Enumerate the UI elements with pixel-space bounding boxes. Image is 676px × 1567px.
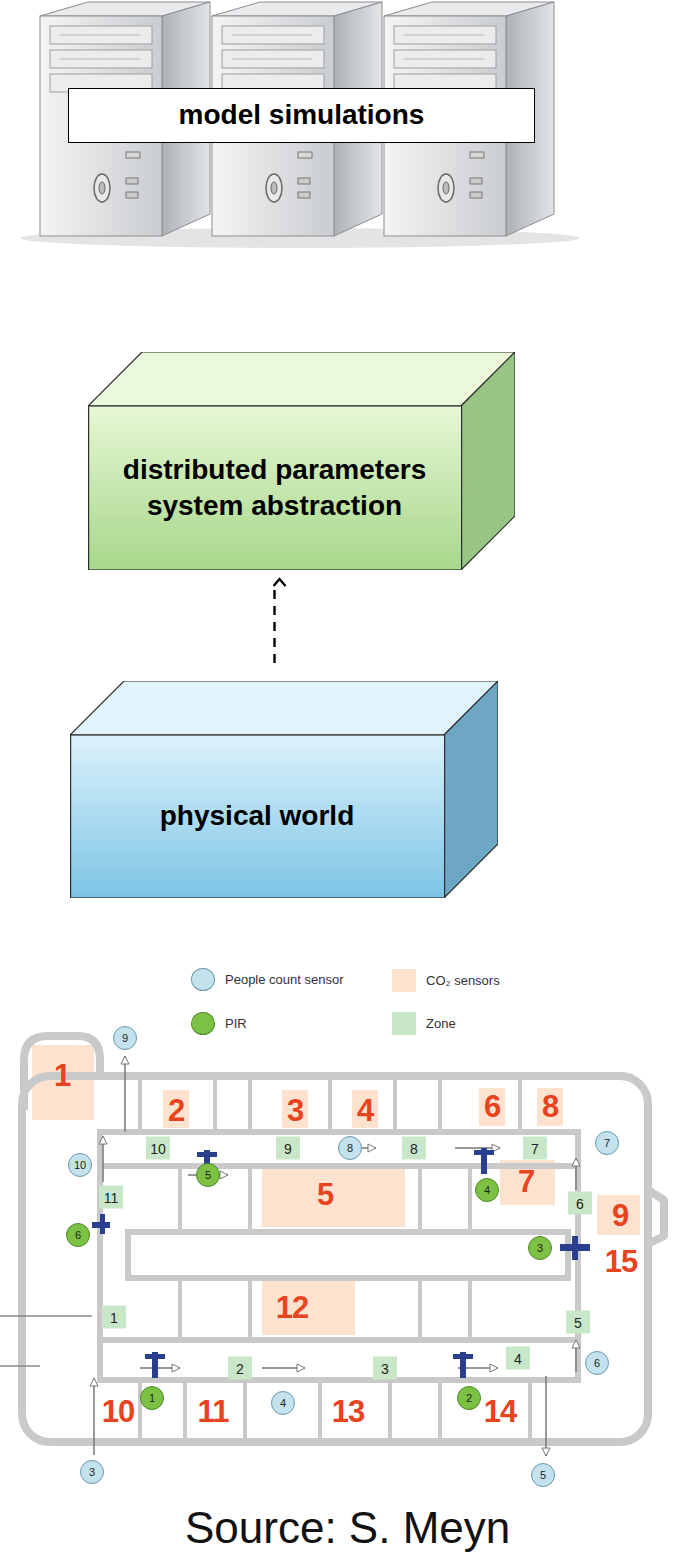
legend-entry: Zone xyxy=(392,1012,456,1035)
legend-label: People count sensor xyxy=(225,972,344,987)
zone-number: 6 xyxy=(568,1192,592,1215)
co2-sensor-number: 3 xyxy=(287,1095,303,1126)
co2-sensor-number: 12 xyxy=(276,1292,308,1323)
pir-number: 4 xyxy=(475,1178,499,1202)
people-count-number: 3 xyxy=(80,1460,104,1484)
box-label: model simulations xyxy=(179,97,425,133)
co2-sensor-number: 11 xyxy=(198,1396,229,1427)
zone-number: 11 xyxy=(99,1186,123,1209)
legend-entry: PIR xyxy=(191,1012,247,1035)
co2-sensor-number: 9 xyxy=(612,1200,628,1231)
legend-symbol xyxy=(191,968,215,991)
people-count-number: 5 xyxy=(531,1463,555,1487)
co2-sensor-number: 13 xyxy=(332,1396,364,1427)
legend-entry: People count sensor xyxy=(191,968,344,991)
legend-label: CO₂ sensors xyxy=(426,973,500,988)
pir-number: 5 xyxy=(196,1163,220,1187)
legend-symbol xyxy=(191,1012,215,1035)
people-count-number: 10 xyxy=(68,1153,92,1177)
zone-number: 3 xyxy=(373,1357,397,1380)
zone-number: 5 xyxy=(566,1311,590,1334)
legend-swatch xyxy=(392,969,416,992)
zone-number: 8 xyxy=(402,1137,426,1160)
people-count-number: 7 xyxy=(595,1131,619,1155)
co2-sensor-number: 8 xyxy=(542,1091,558,1122)
pir-number: 2 xyxy=(457,1386,481,1410)
abstraction-box: distributed parameters system abstractio… xyxy=(88,352,515,570)
zone-number: 1 xyxy=(102,1306,126,1329)
zone-number: 7 xyxy=(523,1137,547,1160)
zone-number: 9 xyxy=(276,1137,300,1160)
people-count-number: 4 xyxy=(271,1391,295,1415)
box-shape xyxy=(70,681,498,898)
pir-number: 3 xyxy=(528,1236,552,1260)
people-count-number: 8 xyxy=(338,1136,362,1160)
co2-sensor-number: 5 xyxy=(317,1179,333,1210)
co2-sensor-number: 10 xyxy=(102,1396,134,1427)
legend-label: Zone xyxy=(426,1016,456,1031)
physical-box: physical world xyxy=(70,681,498,898)
box-face: distributed parameters system abstractio… xyxy=(88,406,461,570)
caption: Source: S. Meyn xyxy=(185,1503,510,1553)
label-box: model simulations xyxy=(68,88,535,143)
pir-number: 1 xyxy=(140,1386,164,1410)
legend-swatch xyxy=(392,1012,416,1035)
box-face: physical world xyxy=(70,735,444,898)
co2-sensor-number: 1 xyxy=(54,1060,70,1091)
co2-sensor-number: 7 xyxy=(518,1166,534,1197)
zone-number: 2 xyxy=(228,1357,252,1380)
zone-number: 4 xyxy=(506,1347,530,1370)
people-count-number: 9 xyxy=(113,1026,137,1050)
co2-sensor-number: 4 xyxy=(357,1095,373,1126)
people-count-number: 6 xyxy=(585,1351,609,1375)
legend-entry: CO₂ sensors xyxy=(392,969,500,992)
co2-sensor-number: 15 xyxy=(605,1246,637,1277)
co2-sensor-number: 6 xyxy=(484,1091,500,1122)
co2-sensor-number: 14 xyxy=(484,1396,516,1427)
box-label: distributed parameters system abstractio… xyxy=(98,452,451,525)
legend-label: PIR xyxy=(225,1016,247,1031)
box-label: physical world xyxy=(160,798,355,834)
pir-number: 6 xyxy=(66,1223,90,1247)
dashed-arrow xyxy=(273,584,275,663)
zone-number: 10 xyxy=(146,1137,170,1160)
co2-sensor-number: 2 xyxy=(168,1095,184,1126)
